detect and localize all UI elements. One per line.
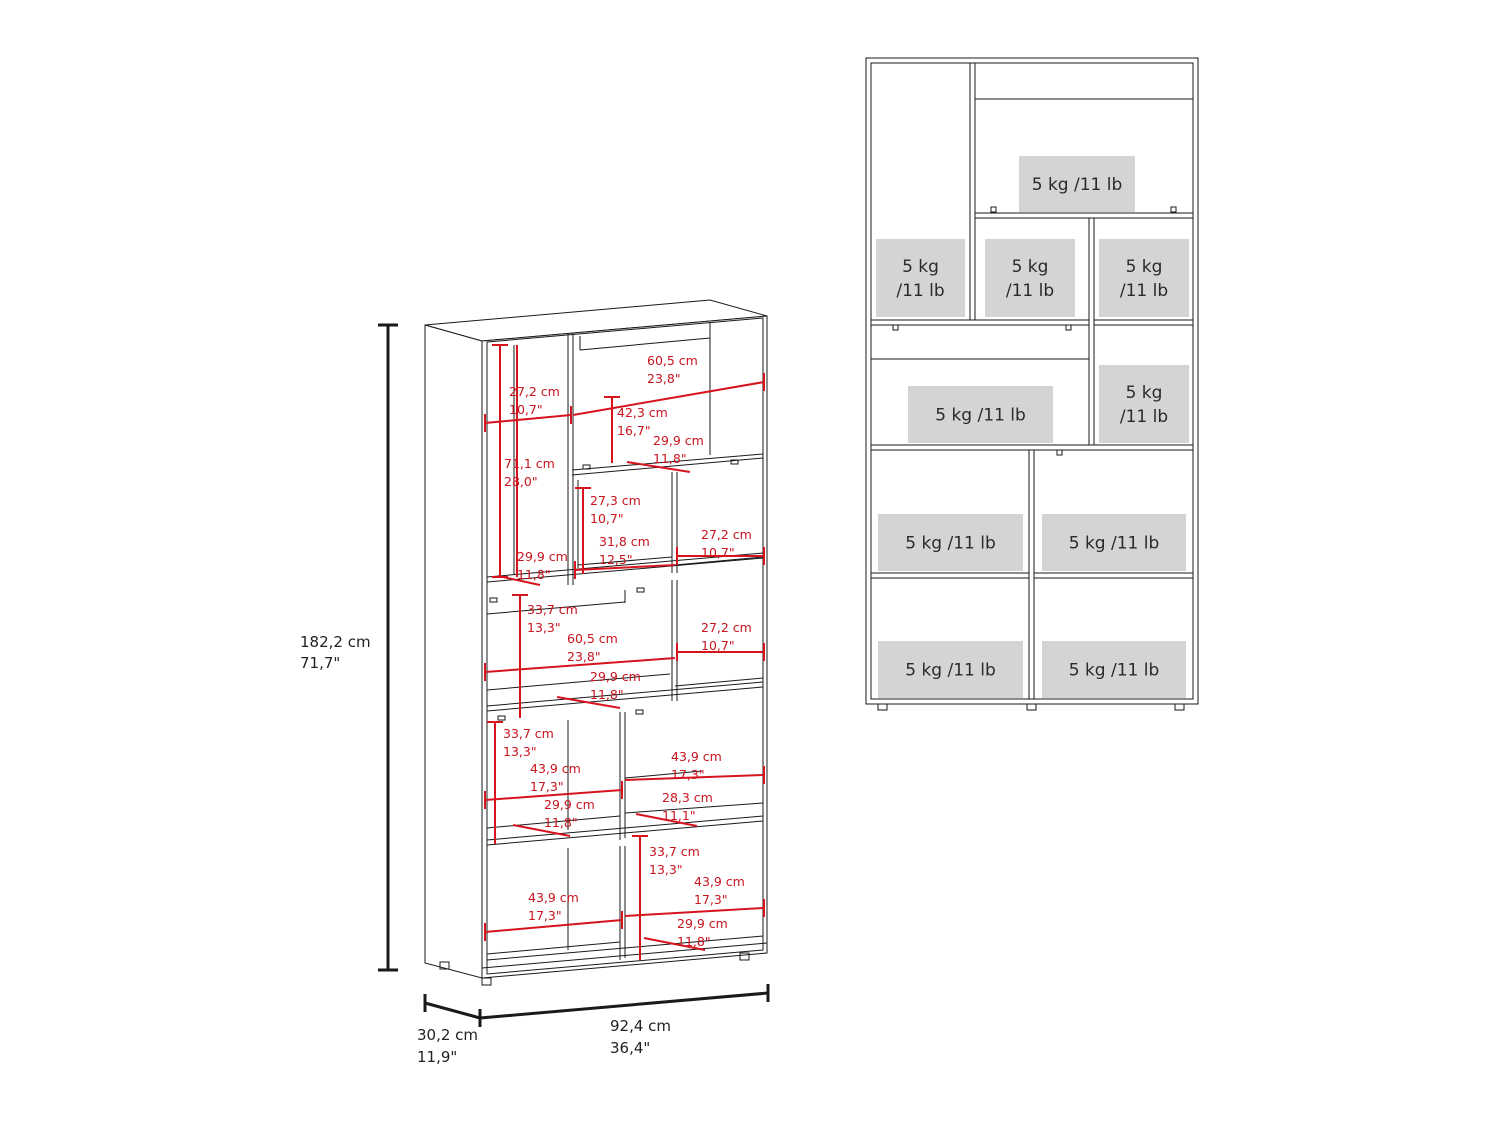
load-box-fill	[1099, 365, 1189, 443]
load-capacity-label: /11 lb	[1120, 281, 1168, 301]
load-box-fill	[1099, 239, 1189, 317]
load-box-fill	[908, 386, 1053, 443]
internal-dimension-cm: 29,9 cm	[677, 916, 728, 931]
load-capacity-label: 5 kg	[1012, 257, 1049, 277]
internal-dimension-in: 17,3"	[530, 779, 564, 794]
internal-dimension-in: 10,7"	[590, 511, 624, 526]
internal-dimension-in: 11,8"	[517, 567, 551, 582]
internal-dimension-in: 11,1"	[662, 808, 696, 823]
internal-dimension-cm: 27,2 cm	[701, 527, 752, 542]
internal-dimension-in: 11,8"	[590, 687, 624, 702]
internal-dimension-cm: 29,9 cm	[544, 797, 595, 812]
internal-dimension-cm: 71,1 cm	[504, 456, 555, 471]
load-capacity-label: /11 lb	[1120, 407, 1168, 427]
load-capacity-box: 5 kg /11 lb	[878, 641, 1023, 698]
internal-dimension-cm: 28,3 cm	[662, 790, 713, 805]
internal-dimension-cm: 43,9 cm	[530, 761, 581, 776]
load-capacity-label: 5 kg /11 lb	[1069, 661, 1160, 681]
internal-dimension-in: 23,8"	[647, 371, 681, 386]
internal-dimension-in: 10,7"	[509, 402, 543, 417]
internal-dimension-cm: 33,7 cm	[503, 726, 554, 741]
load-capacity-box: 5 kg /11 lb	[908, 386, 1053, 443]
load-capacity-label: 5 kg /11 lb	[935, 406, 1026, 426]
internal-dimension-in: 28,0"	[504, 474, 538, 489]
load-box-fill	[1019, 156, 1135, 212]
load-box-fill	[985, 239, 1075, 317]
load-box-fill	[876, 239, 965, 317]
internal-dimension-in: 17,3"	[694, 892, 728, 907]
load-capacity-label: /11 lb	[1006, 281, 1054, 301]
load-capacity-box: 5 kg/11 lb	[876, 239, 965, 317]
internal-dimension-cm: 29,9 cm	[590, 669, 641, 684]
internal-dimension-in: 11,8"	[677, 934, 711, 949]
overall-dimension-lines	[378, 323, 770, 1027]
internal-dimension-cm: 29,9 cm	[653, 433, 704, 448]
internal-dimension-in: 17,3"	[671, 767, 705, 782]
load-box-fill	[878, 641, 1023, 698]
height-in-label: 71,7"	[300, 654, 340, 672]
load-capacity-box: 5 kg /11 lb	[1042, 514, 1186, 571]
internal-dimension-in: 11,8"	[544, 815, 578, 830]
internal-dimension-in: 13,3"	[503, 744, 537, 759]
internal-dimension-cm: 43,9 cm	[671, 749, 722, 764]
load-capacity-label: 5 kg /11 lb	[905, 534, 996, 554]
width-in-label: 36,4"	[610, 1039, 650, 1057]
load-capacity-label: 5 kg /11 lb	[1032, 175, 1123, 195]
internal-dimension-cm: 27,3 cm	[590, 493, 641, 508]
internal-dimension-cm: 43,9 cm	[528, 890, 579, 905]
load-capacity-box: 5 kg /11 lb	[878, 514, 1023, 571]
depth-in-label: 11,9"	[417, 1048, 457, 1066]
internal-dimension-in: 17,3"	[528, 908, 562, 923]
isometric-bookcase	[424, 299, 768, 986]
load-capacity-boxes: 5 kg /11 lb5 kg/11 lb5 kg/11 lb5 kg/11 l…	[876, 156, 1189, 698]
load-capacity-box: 5 kg /11 lb	[1019, 156, 1135, 212]
load-capacity-box: 5 kg /11 lb	[1042, 641, 1186, 698]
load-box-fill	[1042, 641, 1186, 698]
load-capacity-label: 5 kg	[1126, 383, 1163, 403]
height-cm-label: 182,2 cm	[300, 633, 371, 651]
internal-dimension-in: 12,5"	[599, 552, 633, 567]
load-capacity-label: /11 lb	[896, 281, 944, 301]
internal-dimension-in: 10,7"	[701, 545, 735, 560]
internal-dimension-cm: 27,2 cm	[701, 620, 752, 635]
internal-dimension-cm: 43,9 cm	[694, 874, 745, 889]
internal-dimension-in: 13,3"	[527, 620, 561, 635]
depth-cm-label: 30,2 cm	[417, 1026, 478, 1044]
load-capacity-box: 5 kg/11 lb	[985, 239, 1075, 317]
load-capacity-label: 5 kg	[1126, 257, 1163, 277]
internal-dimension-cm: 31,8 cm	[599, 534, 650, 549]
load-capacity-label: 5 kg	[902, 257, 939, 277]
internal-dimension-in: 10,7"	[701, 638, 735, 653]
load-capacity-box: 5 kg/11 lb	[1099, 365, 1189, 443]
load-capacity-box: 5 kg/11 lb	[1099, 239, 1189, 317]
internal-dimension-in: 13,3"	[649, 862, 683, 877]
overall-dimension-labels: 182,2 cm 71,7" 92,4 cm 36,4" 30,2 cm 11,…	[300, 633, 671, 1066]
internal-dimension-cm: 27,2 cm	[509, 384, 560, 399]
internal-dimension-lines	[484, 344, 765, 960]
internal-dimension-cm: 33,7 cm	[527, 602, 578, 617]
internal-dimension-cm: 60,5 cm	[647, 353, 698, 368]
internal-dimension-in: 23,8"	[567, 649, 601, 664]
internal-dimension-cm: 60,5 cm	[567, 631, 618, 646]
internal-dimension-cm: 42,3 cm	[617, 405, 668, 420]
internal-dimension-cm: 29,9 cm	[517, 549, 568, 564]
width-cm-label: 92,4 cm	[610, 1017, 671, 1035]
load-box-fill	[878, 514, 1023, 571]
load-capacity-label: 5 kg /11 lb	[1069, 534, 1160, 554]
internal-dimension-cm: 33,7 cm	[649, 844, 700, 859]
internal-dimension-in: 11,8"	[653, 451, 687, 466]
load-box-fill	[1042, 514, 1186, 571]
load-capacity-label: 5 kg /11 lb	[905, 661, 996, 681]
internal-dimension-in: 16,7"	[617, 423, 651, 438]
